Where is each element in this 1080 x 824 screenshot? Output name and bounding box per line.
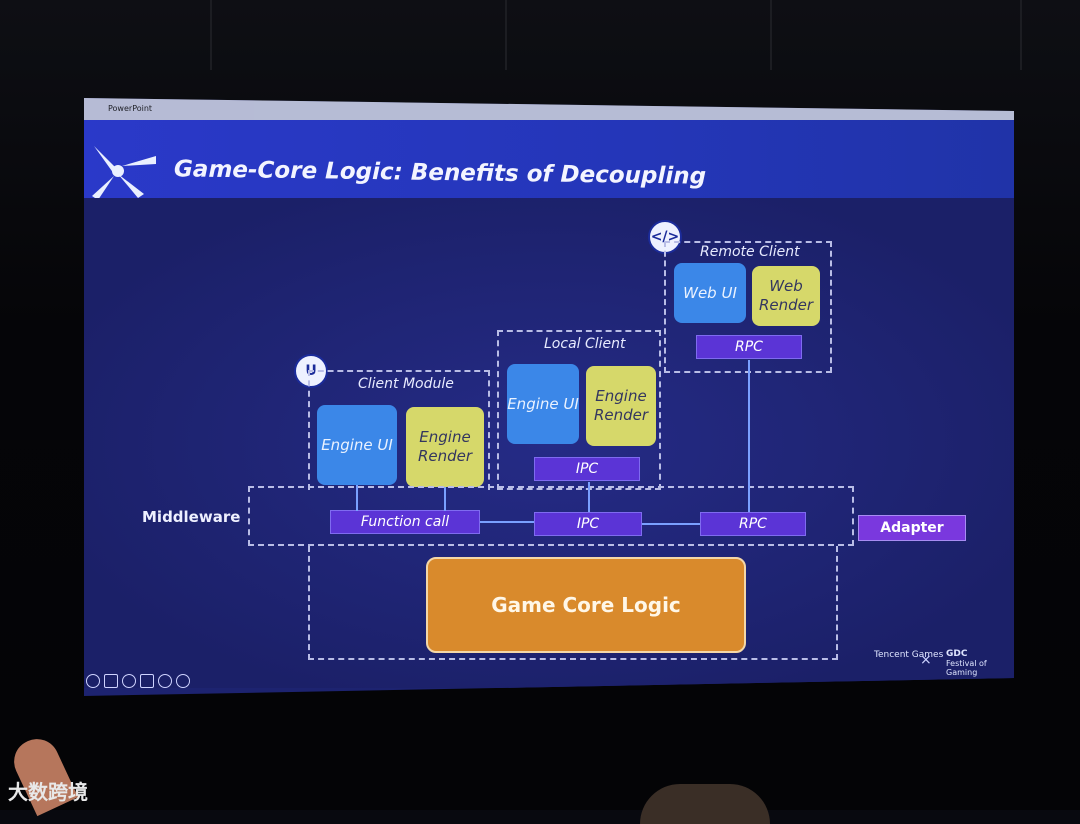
web-ui-box: Web UI — [674, 263, 746, 323]
gdc-logo: GDC Festival of Gaming — [946, 649, 1014, 678]
client-engine-render-box: Engine Render — [406, 407, 484, 487]
core-wrapper-group — [308, 546, 838, 660]
menu-app-name[interactable]: PowerPoint — [108, 104, 153, 113]
connector-line — [480, 521, 534, 523]
game-core-logic-box: Game Core Logic — [426, 557, 746, 653]
function-call-bar: Function call — [330, 510, 480, 534]
next-slide-icon[interactable] — [176, 674, 190, 688]
zoom-icon[interactable] — [122, 674, 136, 688]
slide-title: Game-Core Logic: Benefits of Decoupling — [173, 156, 707, 190]
web-render-box: Web Render — [752, 266, 820, 326]
middleware-group — [248, 486, 854, 546]
watermark-text: 大数跨境 — [8, 780, 88, 804]
ceiling-panel-edge — [1020, 0, 1022, 70]
connector-line — [444, 487, 446, 511]
local-engine-ui-box: Engine UI — [507, 364, 579, 444]
ceiling-panel-edge — [505, 0, 507, 70]
grid-view-icon[interactable] — [140, 674, 154, 688]
connector-arrow — [748, 360, 750, 512]
connector-line — [356, 485, 358, 511]
tencent-games-logo: Tencent Games — [874, 650, 943, 660]
slide-header: Game-Core Logic: Benefits of Decoupling — [84, 120, 1014, 200]
audience-head — [640, 784, 770, 824]
local-client-label: Local Client — [544, 336, 626, 352]
middleware-label: Middleware — [142, 508, 241, 526]
gdc-logo-text: GDC — [946, 649, 968, 659]
remote-rpc-bar: RPC — [696, 335, 802, 359]
projection-screen: PowerPoint Game-Core Logic: Benefits of … — [84, 98, 1014, 696]
client-module-label: Client Module — [358, 376, 454, 392]
adapter-box: Adapter — [858, 515, 966, 541]
gdc-festival-text: Festival of Gaming — [946, 659, 987, 677]
pen-icon[interactable] — [104, 674, 118, 688]
client-engine-ui-box: Engine UI — [317, 405, 397, 485]
more-options-icon[interactable] — [158, 674, 172, 688]
prev-slide-icon[interactable] — [86, 674, 100, 688]
middleware-rpc-bar: RPC — [700, 512, 806, 536]
local-client-group — [497, 330, 661, 490]
tencent-star-icon — [92, 146, 156, 200]
local-ipc-bar: IPC — [534, 457, 640, 481]
middleware-ipc-bar: IPC — [534, 512, 642, 536]
connector-line — [642, 523, 700, 525]
client-module-group — [308, 370, 490, 490]
ceiling-panel-edge — [770, 0, 772, 70]
local-engine-render-box: Engine Render — [586, 366, 656, 446]
remote-client-label: Remote Client — [700, 244, 800, 260]
separator-mark: × — [920, 652, 932, 668]
ceiling-panel-edge — [210, 0, 212, 70]
tencent-games-text: Tencent Games — [874, 650, 944, 660]
connector-arrow — [588, 482, 590, 512]
